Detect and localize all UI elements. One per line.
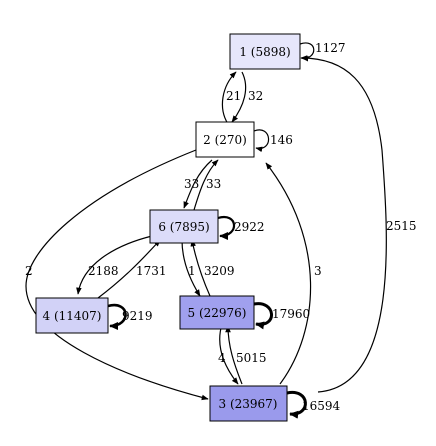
node-3: 3 (23967) — [209, 385, 288, 422]
node-6: 6 (7895) — [149, 209, 219, 244]
edge-label-1731: 1731 — [136, 264, 167, 278]
node-2-label: 2 (270) — [203, 133, 247, 147]
edge-label-3209: 3209 — [204, 264, 235, 278]
edge-label-1: 1 — [188, 264, 196, 278]
edge-2-to-6 — [183, 159, 213, 209]
edge-3-to-1 — [300, 55, 387, 393]
edge-3-to-5 — [225, 325, 243, 385]
node-1-label: 1 (5898) — [239, 45, 290, 59]
node-6-box — [149, 209, 219, 244]
node-2: 2 (270) — [195, 121, 255, 158]
edge-label-33-a: 33 — [184, 177, 199, 191]
node-6-label: 6 (7895) — [158, 220, 209, 234]
edge-label-32: 32 — [248, 89, 263, 103]
edge-6-to-2 — [193, 159, 219, 211]
node-5: 5 (22976) — [179, 295, 255, 330]
edge-2-to-1 — [221, 71, 237, 125]
self-loop-label-5: 17960 — [272, 307, 310, 321]
edge-2-to-3 — [25, 149, 209, 401]
self-loop-5: 17960 — [253, 302, 310, 330]
edge-label-2188: 2188 — [88, 264, 119, 278]
edge-1-to-2 — [231, 71, 247, 123]
node-4: 4 (11407) — [35, 297, 109, 334]
node-2-box — [195, 121, 255, 158]
edge-5-to-3 — [219, 323, 239, 385]
edge-label-5015: 5015 — [236, 351, 267, 365]
edge-6-to-5 — [181, 239, 201, 297]
edge-3-to-2 — [265, 162, 312, 385]
node-3-box — [209, 385, 288, 422]
edge-label-33-b: 33 — [206, 177, 221, 191]
edge-label-4: 4 — [218, 351, 226, 365]
self-loop-label-1: 1127 — [315, 41, 346, 55]
node-1-box — [229, 33, 301, 70]
edge-6-to-4 — [76, 235, 153, 295]
edge-label-2: 2 — [25, 264, 33, 278]
self-loop-label-2: 146 — [270, 133, 293, 147]
self-loop-label-6: 2922 — [234, 220, 265, 234]
self-loop-label-3: 16594 — [302, 399, 341, 413]
self-loop-label-4: 9219 — [122, 309, 153, 323]
edge-5-to-6 — [190, 239, 211, 297]
node-3-label: 3 (23967) — [219, 397, 278, 411]
edge-4-to-6 — [97, 239, 161, 299]
edge-label-2515: 2515 — [386, 219, 417, 233]
self-loop-3: 16594 — [286, 390, 341, 419]
edge-label-21: 21 — [226, 89, 241, 103]
edge-label-3: 3 — [314, 264, 322, 278]
self-loop-6: 2922 — [217, 215, 265, 241]
node-4-label: 4 (11407) — [43, 309, 102, 323]
self-loop-4: 9219 — [107, 303, 153, 331]
node-5-box — [179, 295, 255, 330]
node-1: 1 (5898) — [229, 33, 301, 70]
self-loop-2: 146 — [253, 129, 293, 153]
node-5-label: 5 (22976) — [188, 306, 247, 320]
self-loop-1: 1127 — [299, 41, 346, 62]
node-4-box — [35, 297, 109, 334]
